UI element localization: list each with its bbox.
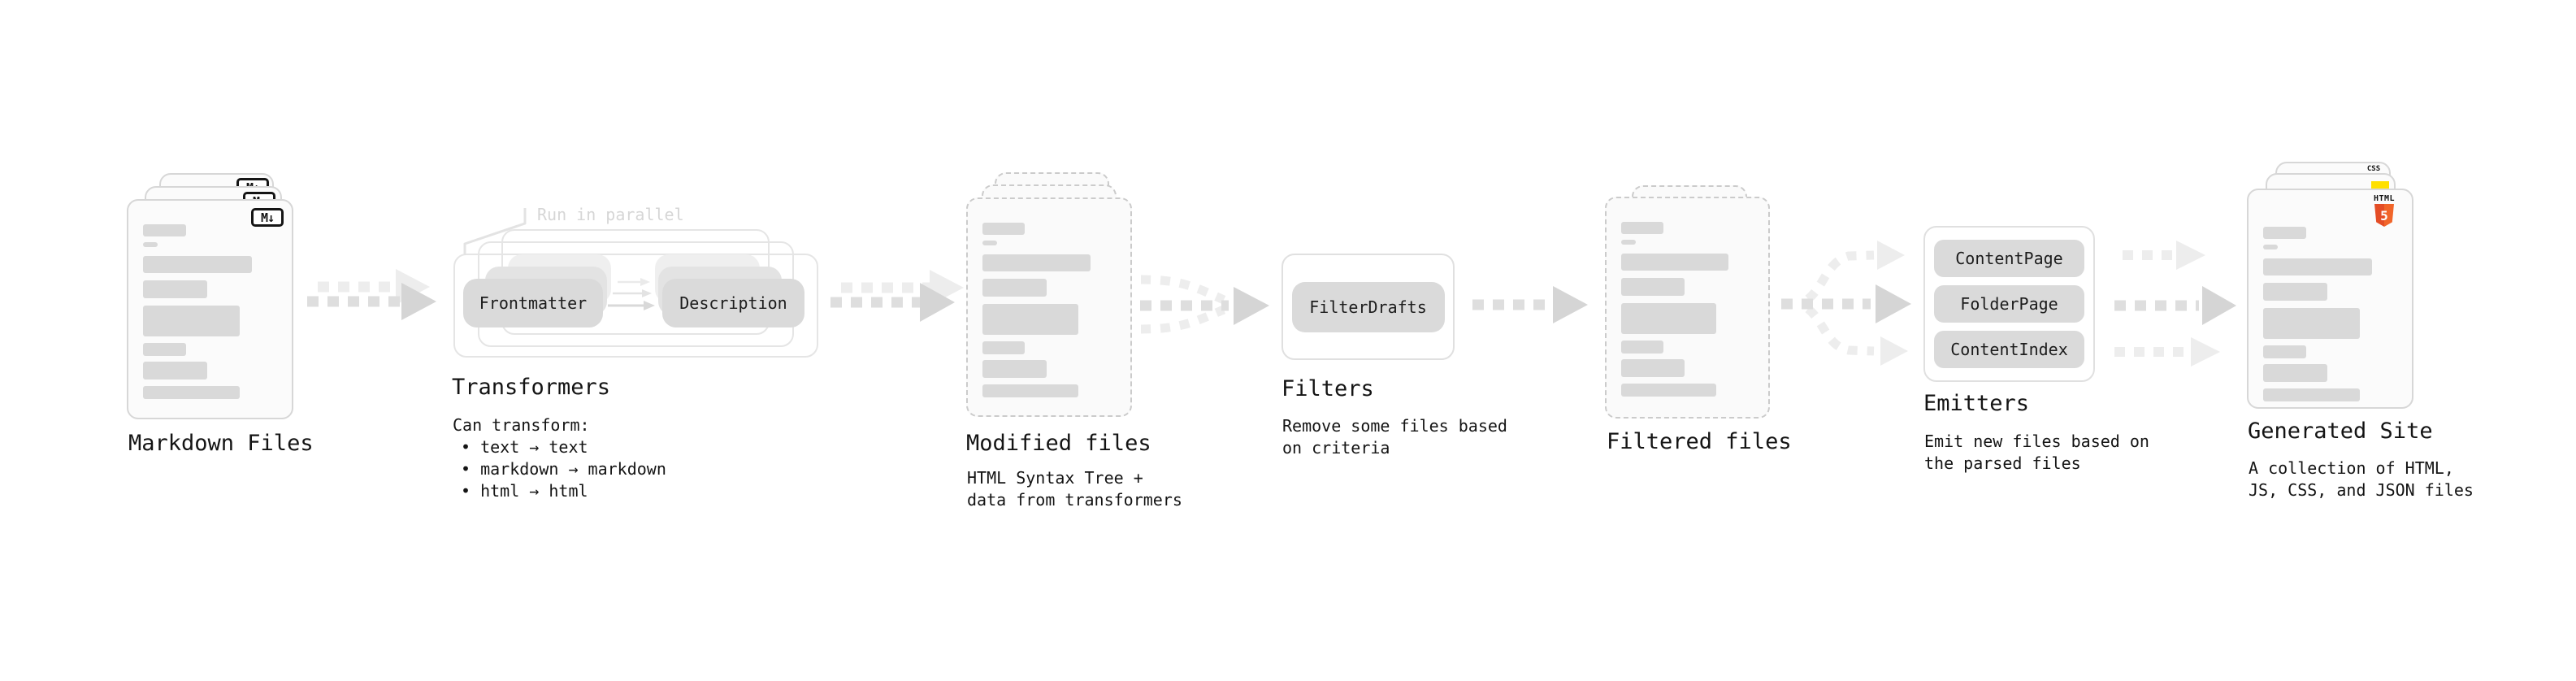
caption-line: data from transformers xyxy=(967,490,1182,510)
text-line-bar xyxy=(143,256,252,273)
filtered-files-title: Filtered files xyxy=(1607,429,1792,454)
arrow-emitters-to-generated xyxy=(2114,241,2236,367)
text-line-bar xyxy=(982,384,1079,397)
arrow-filters-to-filtered xyxy=(1472,286,1588,323)
text-line-bar xyxy=(143,343,186,356)
emitters-box: ContentPage FolderPage ContentIndex xyxy=(1923,226,2095,382)
caption-bullet: • text → text xyxy=(461,437,588,457)
contentindex-pill: ContentIndex xyxy=(1934,331,2084,368)
file-text-bars xyxy=(982,223,1116,397)
html5-icon: HTML 5 xyxy=(2366,195,2402,227)
text-line-bar xyxy=(982,304,1079,335)
modified-files-title: Modified files xyxy=(966,431,1151,456)
text-line-bar xyxy=(2263,283,2328,301)
text-line-bar xyxy=(2263,345,2306,358)
description-pill: Description xyxy=(662,279,804,327)
text-line-bar xyxy=(2263,388,2360,401)
caption-bullet: • html → html xyxy=(461,481,588,501)
caption-line: on criteria xyxy=(1282,438,1390,458)
text-line-bar xyxy=(143,242,158,247)
text-line-bar xyxy=(982,223,1026,235)
caption-line: Can transform: xyxy=(453,415,590,435)
text-line-bar xyxy=(143,306,240,336)
file-text-bars xyxy=(143,224,277,399)
modified-file-card-front xyxy=(966,197,1132,417)
text-line-bar xyxy=(1621,254,1729,271)
text-line-bar xyxy=(2263,308,2360,339)
text-line-bar xyxy=(2263,245,2279,249)
caption-bullet: • markdown → markdown xyxy=(461,459,666,479)
filters-box: FilterDrafts xyxy=(1281,254,1455,360)
text-line-bar xyxy=(1621,240,1636,245)
text-line-bar xyxy=(982,279,1047,297)
emitters-caption: Emit new files based on the parsed files xyxy=(1924,431,2149,475)
text-line-bar xyxy=(2263,258,2372,275)
html5-shield: 5 xyxy=(2374,204,2394,227)
caption-line: A collection of HTML, xyxy=(2249,458,2454,478)
caption-line: JS, CSS, and JSON files xyxy=(2249,480,2474,500)
generated-site-caption: A collection of HTML, JS, CSS, and JSON … xyxy=(2249,458,2474,501)
caption-line: HTML Syntax Tree + xyxy=(967,468,1143,488)
arrow-modified-to-filters xyxy=(1140,275,1269,334)
emitters-title: Emitters xyxy=(1923,391,2030,416)
arrow-markdown-to-transformers xyxy=(307,269,436,320)
text-line-bar xyxy=(143,224,186,236)
filterdrafts-pill: FilterDrafts xyxy=(1291,281,1445,332)
file-text-bars xyxy=(2263,227,2397,401)
caption-line: Emit new files based on xyxy=(1924,432,2149,451)
transformers-caption: Can transform: • text → text • markdown … xyxy=(453,414,666,502)
text-line-bar xyxy=(1621,384,1717,397)
text-line-bar xyxy=(143,280,208,298)
text-line-bar xyxy=(982,241,998,245)
text-line-bar xyxy=(143,386,240,399)
text-line-bar xyxy=(1621,340,1664,354)
folderpage-pill: FolderPage xyxy=(1934,285,2084,323)
arrow-filtered-to-emitters xyxy=(1781,241,1911,366)
text-line-bar xyxy=(982,254,1091,271)
markdown-files-title: Markdown Files xyxy=(128,431,314,456)
markdown-icon: M↓ xyxy=(251,208,284,227)
modified-files-caption: HTML Syntax Tree + data from transformer… xyxy=(967,467,1182,511)
html5-icon-label: HTML xyxy=(2373,194,2396,203)
text-line-bar xyxy=(982,360,1047,378)
caption-line: the parsed files xyxy=(1924,453,2081,473)
text-line-bar xyxy=(1621,303,1717,334)
file-text-bars xyxy=(1621,222,1754,397)
markdown-file-card-front: M↓ xyxy=(127,199,293,419)
frontmatter-pill: Frontmatter xyxy=(463,279,603,327)
text-line-bar xyxy=(982,341,1026,354)
text-line-bar xyxy=(1621,222,1664,234)
text-line-bar xyxy=(1621,278,1685,296)
html5-shield-number: 5 xyxy=(2380,207,2388,223)
css-icon-label: CSS xyxy=(2366,165,2381,173)
generated-site-title: Generated Site xyxy=(2248,419,2433,444)
transformers-title: Transformers xyxy=(452,375,611,400)
text-line-bar xyxy=(1621,359,1685,377)
filters-title: Filters xyxy=(1281,376,1374,401)
contentpage-pill: ContentPage xyxy=(1934,240,2084,277)
text-line-bar xyxy=(143,362,208,380)
text-line-bar xyxy=(2263,364,2328,382)
filters-caption: Remove some files based on criteria xyxy=(1282,415,1507,459)
generated-file-card-front: HTML 5 xyxy=(2247,189,2413,409)
transformer-box-front xyxy=(453,254,818,358)
filtered-file-card-front xyxy=(1605,197,1770,419)
arrow-transformers-to-modified xyxy=(830,270,964,322)
caption-line: Remove some files based xyxy=(1282,416,1507,436)
run-in-parallel-label: Run in parallel xyxy=(537,205,684,224)
text-line-bar xyxy=(2263,227,2306,239)
